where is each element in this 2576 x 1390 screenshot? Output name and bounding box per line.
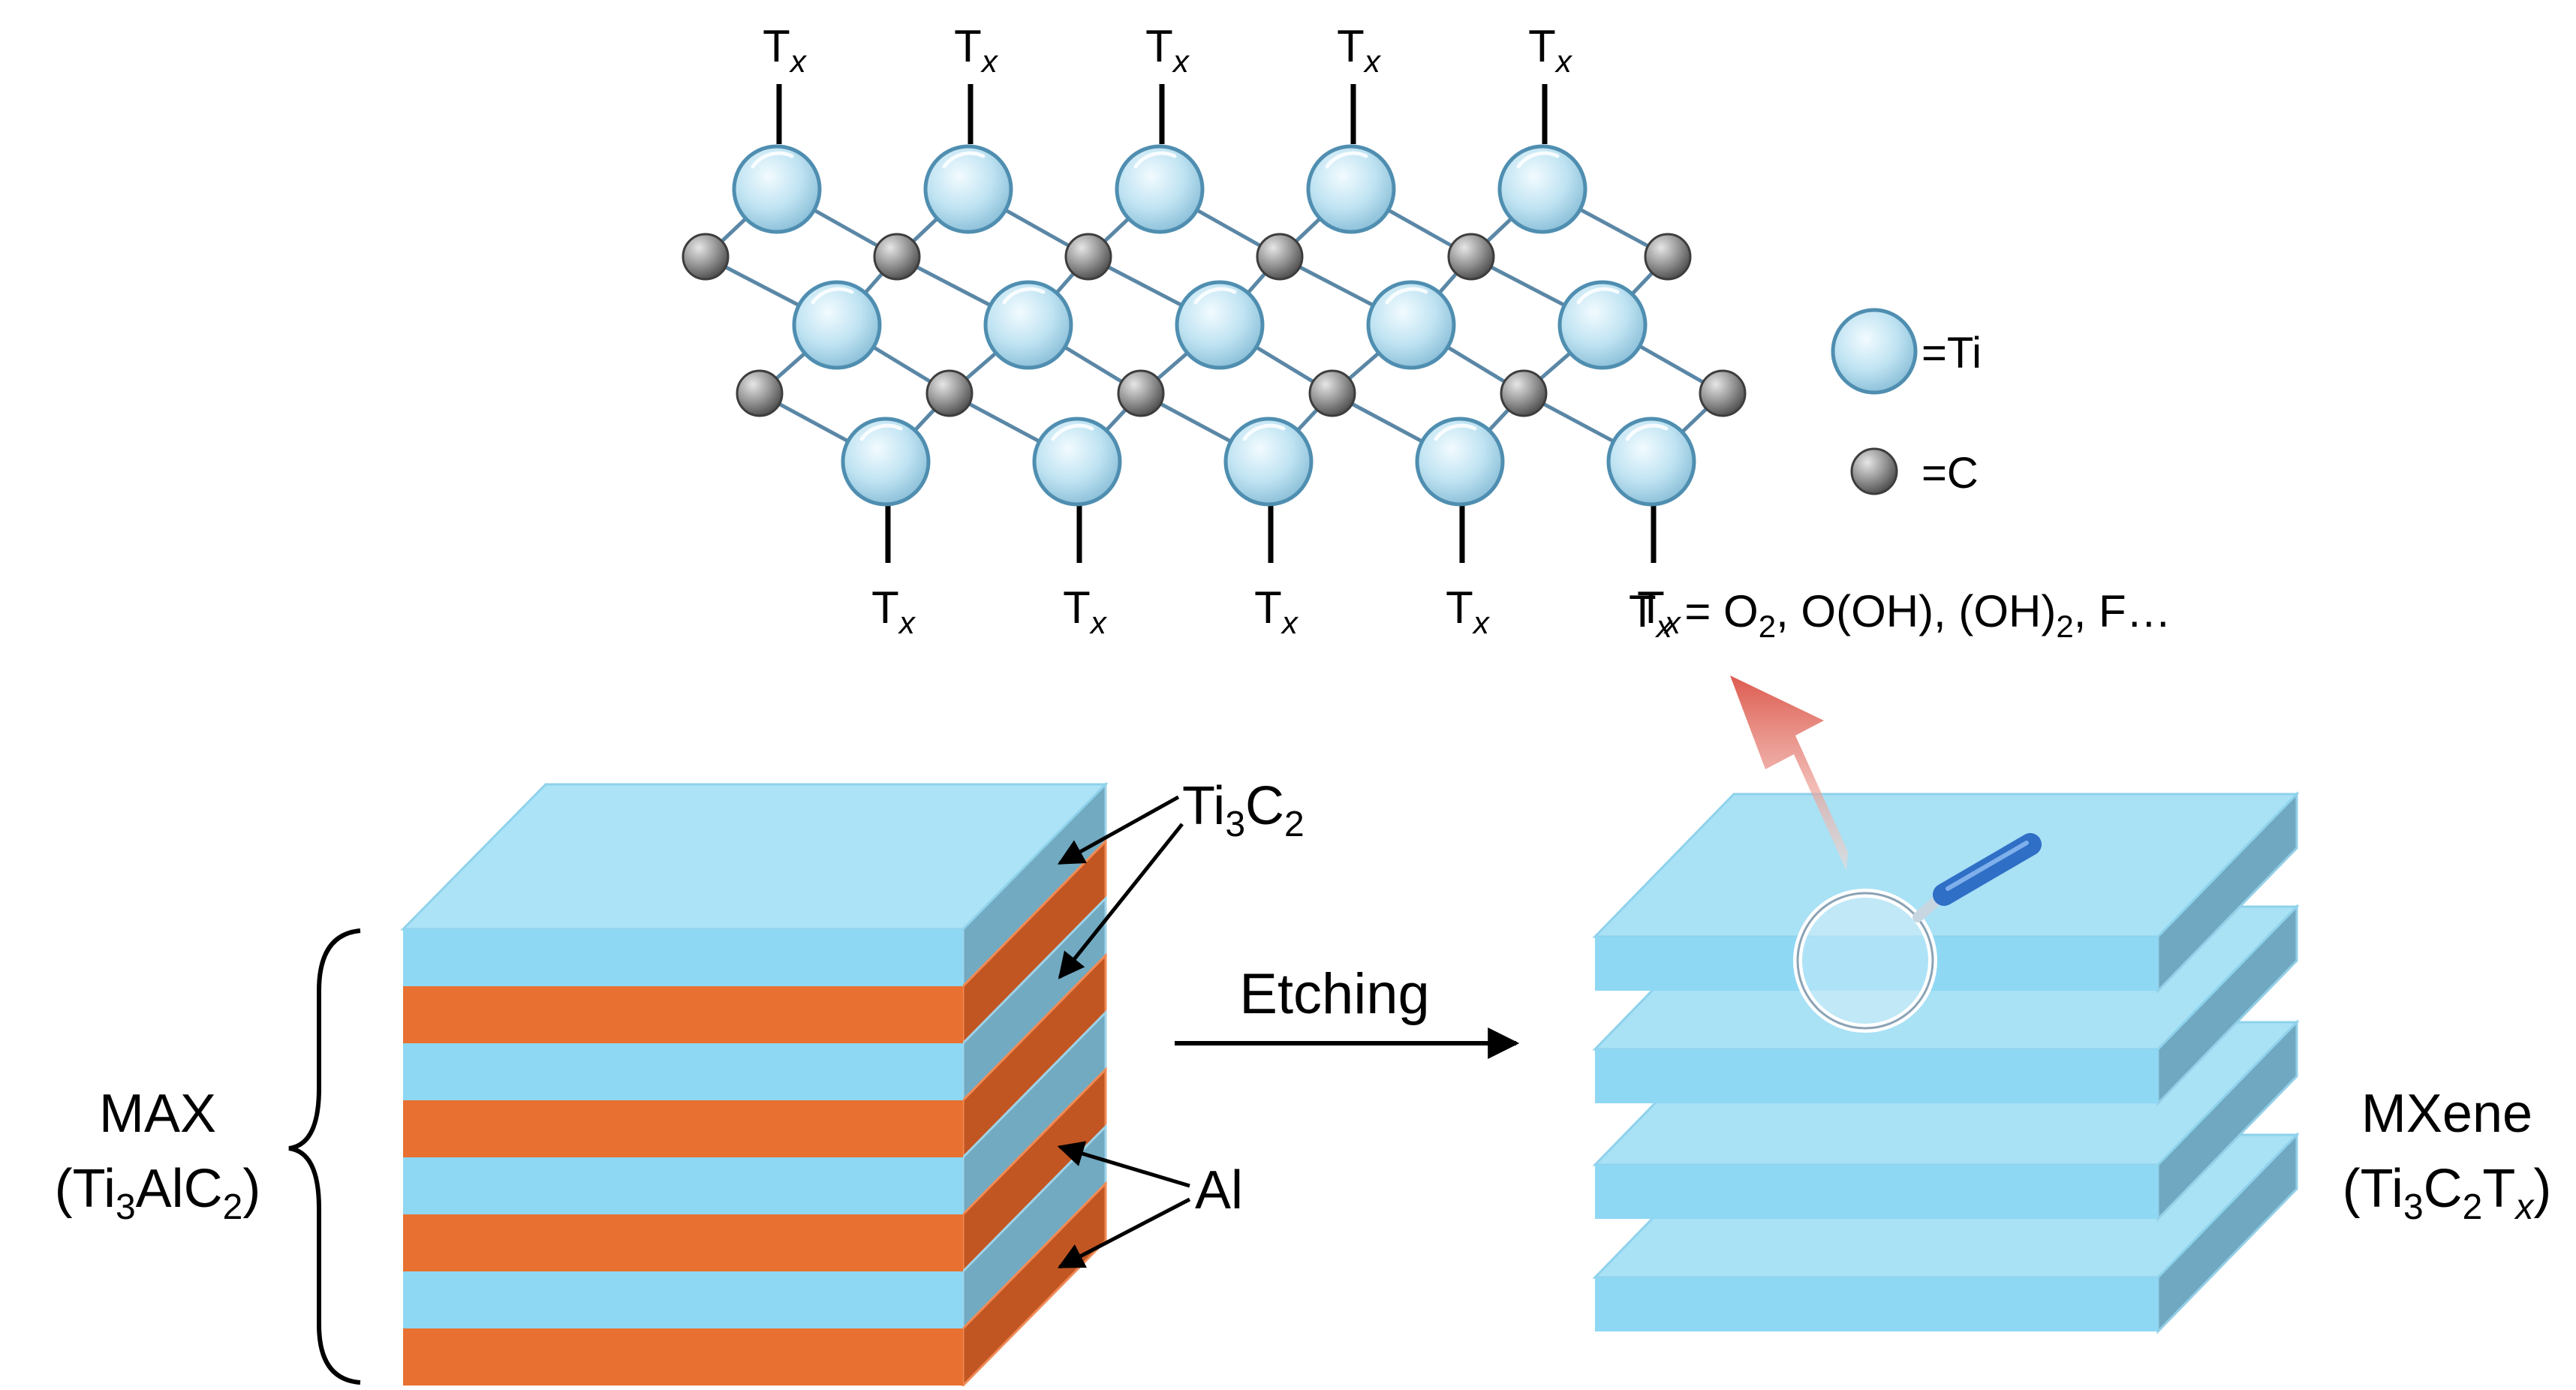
al-layer [403, 986, 963, 1043]
c-atom [873, 233, 921, 281]
termination-bonds [776, 84, 1657, 563]
c-atom [1117, 369, 1165, 417]
ti-atom [1366, 280, 1456, 370]
ti-atom-highlight [1576, 287, 1620, 305]
mxene-sheet [1592, 791, 2300, 994]
mxene-label: MXene [2361, 1084, 2532, 1144]
ti3c2-layer [403, 929, 963, 986]
terminations-formula: Tx = O2, O(OH), (OH)2, F… [1629, 586, 2171, 644]
bottom-terminations: Tx Tx Tx Tx Tx [871, 582, 1682, 640]
ti-atom-highlight [1133, 151, 1177, 169]
ti-atom-legend-icon [1831, 308, 1918, 395]
ti-atom-highlight [1325, 151, 1368, 169]
al-layer [403, 1214, 963, 1271]
termination-label: Tx [1254, 582, 1299, 640]
ti-atom-highlight [751, 151, 794, 169]
ti-atom-highlight [1002, 287, 1046, 305]
mxene-sheet-front [1595, 1165, 2158, 1219]
c-atom [1644, 233, 1692, 281]
mxene-lattice [682, 84, 1747, 563]
top-terminations: Tx Tx Tx Tx Tx [763, 21, 1573, 79]
ti-atom-highlight [1193, 287, 1237, 305]
ti3c2-pointer-second [1058, 823, 1184, 979]
max-phase-block [400, 781, 1109, 1388]
c-atom [1699, 369, 1747, 417]
mxene-sheet-front [1595, 1049, 2158, 1103]
c-atom [1064, 233, 1112, 281]
ti-atom [1115, 144, 1205, 234]
ti-atom-highlight [1434, 423, 1477, 441]
ti-atom [923, 144, 1013, 234]
ti-atom-highlight [859, 423, 903, 441]
ti-atom [1606, 417, 1696, 507]
mxene-sheet-front [1595, 1277, 2158, 1331]
etching-label: Etching [1239, 962, 1430, 1026]
ti-atom-highlight [942, 151, 986, 169]
termination-label: Tx [763, 21, 808, 79]
ti-atom [1557, 280, 1648, 370]
mxene-sheet-front [1595, 937, 2158, 991]
magnifier-handle-icon [1933, 833, 2042, 906]
ti-atom-highlight [1516, 151, 1560, 169]
legend-ti-label: =Ti [1921, 329, 1982, 378]
magnifier-handle-highlight [1946, 841, 2029, 891]
al-pointer-top [1057, 1141, 1190, 1188]
c-atom [925, 369, 974, 417]
c-atom [1308, 369, 1356, 417]
legend-c-label: =C [1921, 449, 1979, 498]
ti-atom [1175, 280, 1265, 370]
termination-label: Tx [1637, 582, 1682, 640]
ti-atom [1223, 417, 1314, 507]
termination-label: Tx [1337, 21, 1382, 79]
ti-atom [1415, 417, 1505, 507]
al-label: Al [1195, 1160, 1243, 1220]
max-label: MAX [99, 1084, 216, 1144]
c-atom [1500, 369, 1548, 417]
al-layer [403, 1100, 963, 1157]
mxene-formula: (Ti3C2Tx) [2343, 1159, 2552, 1227]
zoom-up-arrow [1730, 675, 1848, 871]
ti-atom [1306, 144, 1396, 234]
c-atom [682, 233, 730, 281]
termination-label: Tx [1145, 21, 1190, 79]
magnifier-group [1730, 675, 2042, 1033]
max-formula: (Ti3AlC2) [55, 1159, 261, 1227]
c-atom [1256, 233, 1304, 281]
c-atom-legend-icon [1850, 447, 1898, 495]
ti3c2-layer [403, 1271, 963, 1328]
magnifier-lens-rim [1796, 892, 1934, 1030]
c-atom [736, 369, 784, 417]
al-layer [403, 1328, 963, 1385]
ti3c2-pointer-top [1057, 795, 1180, 865]
max-brace [288, 928, 361, 1385]
ti-atom-highlight [1242, 423, 1286, 441]
ti-atom-highlight [1385, 287, 1428, 305]
termination-label: Tx [954, 21, 999, 79]
ti-atom-highlight [1625, 423, 1669, 441]
ti-atom-highlight [1051, 423, 1094, 441]
termination-label: Tx [1446, 582, 1491, 640]
ti-atom [1497, 144, 1587, 234]
lattice-atoms [682, 144, 1747, 507]
ti-atom-highlight [811, 287, 854, 305]
c-atom [1447, 233, 1495, 281]
legend: =Ti =C [1831, 308, 1982, 498]
ti3c2-label: Ti3C2 [1182, 776, 1305, 844]
ti3c2-layer [403, 1157, 963, 1214]
ti3c2-layer [403, 1043, 963, 1100]
ti-atom [1032, 417, 1122, 507]
termination-label: Tx [1063, 582, 1108, 640]
termination-label: Tx [871, 582, 916, 640]
termination-label: Tx [1528, 21, 1573, 79]
mxene-block [1592, 791, 2300, 1334]
ti-atom [732, 144, 822, 234]
ti-atom [983, 280, 1073, 370]
ti-atom [841, 417, 931, 507]
al-pointer-bottom [1057, 1197, 1191, 1269]
ti-atom [792, 280, 882, 370]
